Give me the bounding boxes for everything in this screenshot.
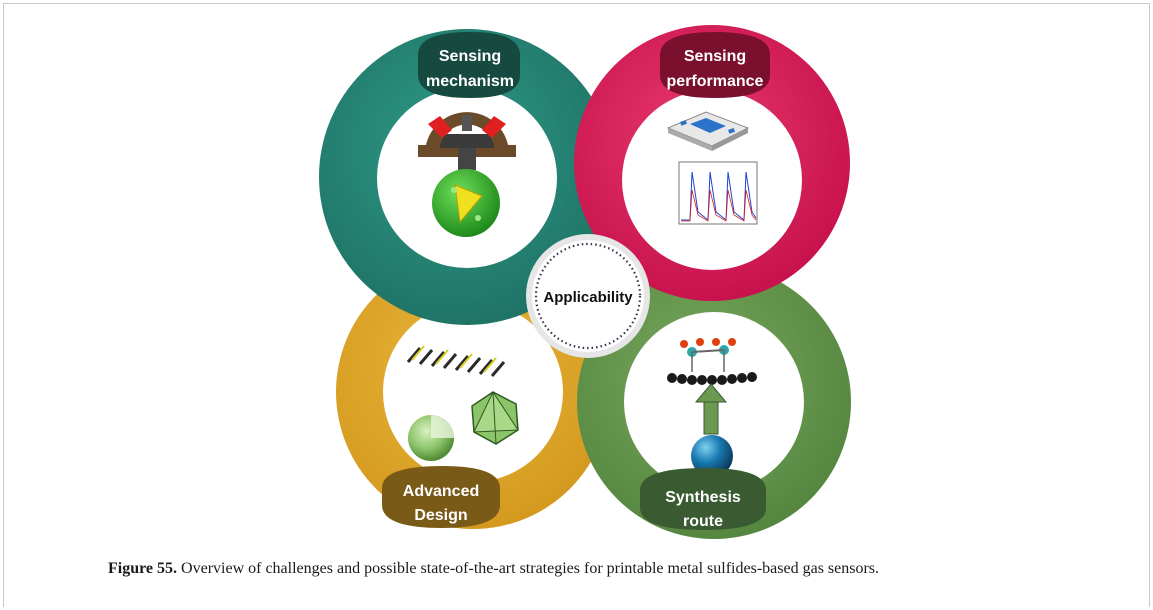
synthesis-route-pill: Synthesis route: [640, 468, 766, 530]
sensor-chip-illustration: [666, 111, 750, 151]
synthesis-route-label-line2: route: [683, 513, 723, 530]
sensing-performance-label-line1: Sensing: [684, 48, 746, 65]
sensing-performance-label-line2: performance: [667, 73, 764, 90]
up-arrow-illustration: [694, 383, 728, 435]
precursor-sphere-illustration: [691, 435, 733, 477]
nanoparticle-illustration: [432, 169, 500, 237]
sensor-device-illustration: [418, 112, 516, 170]
applicability-center: Applicability: [526, 234, 650, 358]
sensing-performance-pill: Sensing performance: [660, 32, 770, 98]
icosahedron-illustration: [471, 390, 519, 445]
figure-caption: Figure 55. Overview of challenges and po…: [108, 560, 1108, 578]
figure-frame: [3, 3, 1150, 607]
advanced-design-label-line1: Advanced: [403, 483, 479, 500]
advanced-design-pill: Advanced Design: [382, 466, 500, 528]
sensing-mechanism-label-line1: Sensing: [439, 48, 501, 65]
hollow-sphere-illustration: [408, 415, 454, 461]
challenges-diagram: Sensing mechanism Sensing performance Ad…: [319, 25, 851, 539]
response-plot-illustration: [678, 161, 758, 225]
figure-caption-label: Figure 55.: [108, 560, 178, 577]
figure-caption-text: Overview of challenges and possible stat…: [177, 560, 880, 577]
advanced-design-label-line2: Design: [414, 507, 467, 524]
synthesis-route-label-line1: Synthesis: [665, 489, 741, 506]
sensing-mechanism-pill: Sensing mechanism: [418, 32, 520, 98]
molecule-substrate-illustration: [667, 338, 757, 385]
applicability-label: Applicability: [543, 289, 633, 306]
nanosheet-illustration: [406, 345, 506, 377]
sensing-mechanism-label-line2: mechanism: [426, 73, 514, 90]
